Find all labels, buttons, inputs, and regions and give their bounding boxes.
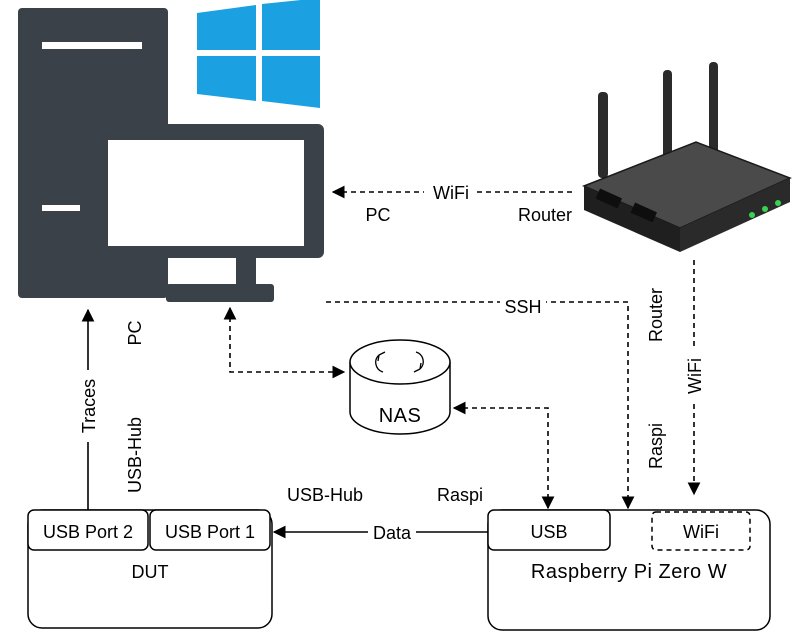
edge-wifi-raspi-label: WiFi	[685, 358, 705, 394]
usb-port-1	[149, 509, 271, 551]
usb-port-1-label: USB Port 1	[165, 522, 255, 542]
raspi-wifi-label: WiFi	[683, 522, 719, 542]
edge-data-source-label: Raspi	[437, 485, 483, 505]
usb-port-2-label: USB Port 2	[43, 522, 133, 542]
edge-ssh-source-label: Router	[646, 288, 666, 342]
raspi-label: Raspberry Pi Zero W	[531, 561, 727, 583]
raspi-usb-label: USB	[530, 522, 567, 542]
windows-logo-icon	[197, 0, 320, 108]
edge-wifi-pc-label: WiFi	[433, 183, 469, 203]
edge-pc-raspi-ssh	[326, 301, 635, 510]
dut-label: DUT	[132, 562, 169, 582]
edge-wifi-pc-target-label: PC	[365, 205, 390, 225]
edge-traces-source-label: USB-Hub	[125, 417, 145, 493]
nas-label: NAS	[379, 405, 422, 427]
edge-traces-label: Traces	[79, 379, 99, 433]
edge-pc-nas	[223, 306, 346, 379]
router-icon	[582, 62, 792, 252]
edge-ssh-label: SSH	[504, 297, 541, 317]
nas-icon	[349, 339, 451, 435]
edge-ssh-target-label: Raspi	[646, 423, 666, 469]
edge-data-label: Data	[373, 523, 412, 543]
edge-wifi-pc-source-label: Router	[518, 205, 572, 225]
edge-traces-target-label: PC	[125, 320, 145, 345]
monitor-icon	[88, 124, 324, 302]
raspi-usb-port	[487, 509, 611, 551]
raspi-wifi-module	[651, 511, 751, 551]
edge-data-target-label: USB-Hub	[287, 485, 363, 505]
edge-nas-raspi	[452, 401, 555, 510]
